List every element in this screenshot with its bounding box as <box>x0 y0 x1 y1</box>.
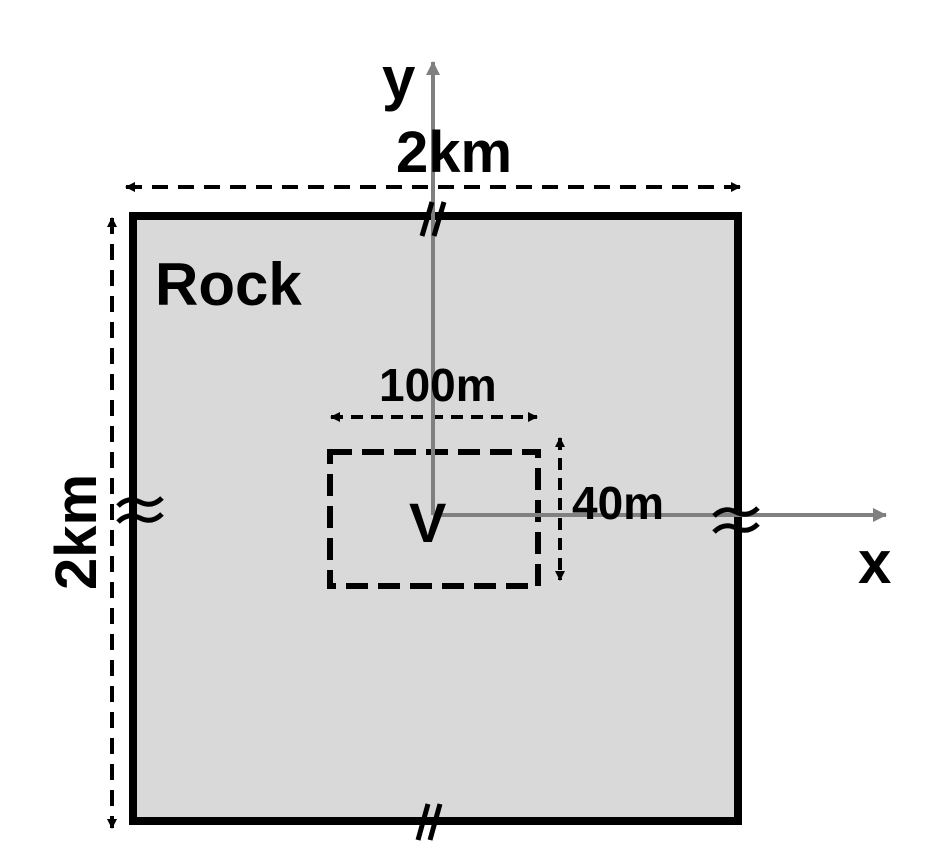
break-mark-icon <box>116 496 164 524</box>
break-mark-icon <box>419 201 447 237</box>
inner-height-label: 40m <box>572 477 664 529</box>
y-axis-label: y <box>382 45 416 112</box>
top-width-label: 2km <box>396 120 512 185</box>
break-mark-icon <box>415 803 443 841</box>
material-label: Rock <box>155 251 302 318</box>
rock-domain <box>129 212 742 825</box>
x-axis-label: x <box>858 529 891 596</box>
break-mark-icon <box>712 506 760 534</box>
region-label: V <box>409 491 446 554</box>
left-height-label: 2km <box>44 474 109 590</box>
inner-width-label: 100m <box>379 359 497 411</box>
